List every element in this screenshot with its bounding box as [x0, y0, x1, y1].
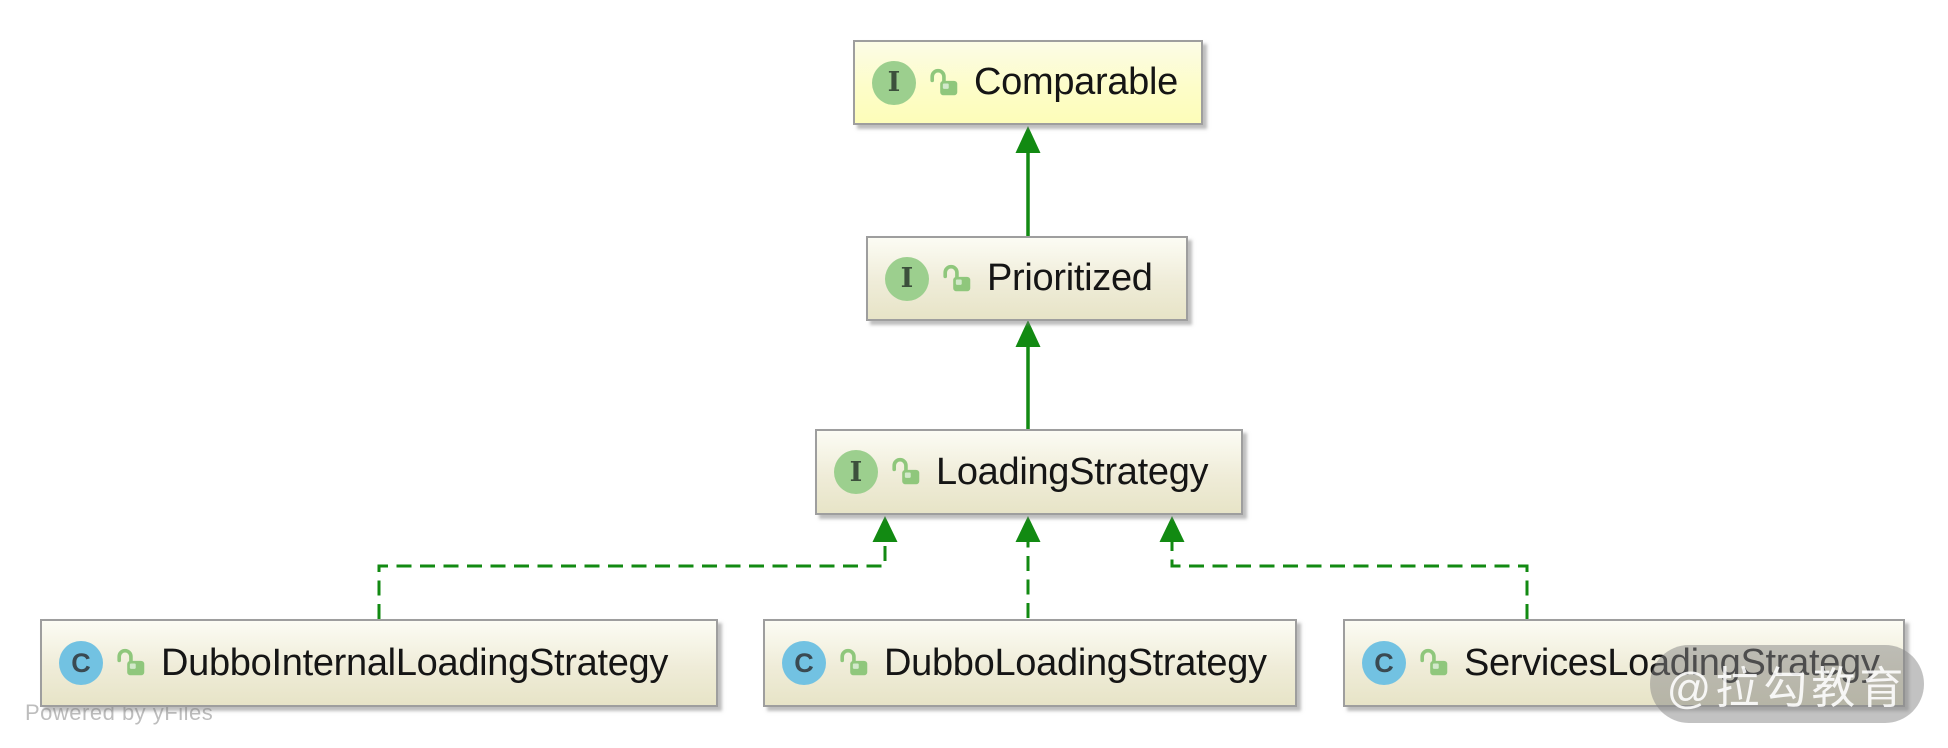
unlocked-icon [943, 264, 971, 291]
edge-dubbointernal-implements-loadingstrategy [377, 516, 898, 619]
node-label: Prioritized [987, 257, 1153, 299]
interface-icon: I [872, 60, 916, 105]
unlocked-icon [892, 457, 920, 485]
edge-loadingstrategy-extends-prioritized [1015, 320, 1041, 429]
unlocked-icon [1420, 648, 1448, 676]
unlocked-icon [930, 68, 958, 95]
node-label: Comparable [974, 61, 1178, 103]
node-label: DubboInternalLoadingStrategy [161, 641, 669, 684]
interface-icon: I [834, 450, 878, 494]
node-label: DubboLoadingStrategy [884, 641, 1267, 684]
class-icon: C [782, 641, 826, 685]
edge-prioritized-extends-comparable [1015, 126, 1041, 236]
class-icon: C [59, 641, 103, 685]
class-node-dubbo-internal-loading-strategy[interactable]: C DubboInternalLoadingStrategy [40, 619, 718, 707]
edge-dubboloading-implements-loadingstrategy [1015, 516, 1041, 618]
watermark-badge: @拉勾教育 [1650, 645, 1924, 723]
interface-node-comparable[interactable]: I Comparable [853, 40, 1203, 125]
interface-node-prioritized[interactable]: I Prioritized [866, 236, 1188, 321]
unlocked-icon [117, 648, 145, 676]
edge-servicesloading-implements-loadingstrategy [1159, 516, 1529, 619]
interface-node-loading-strategy[interactable]: I LoadingStrategy [815, 429, 1243, 515]
watermark-text: @拉勾教育 [1666, 664, 1908, 713]
class-node-dubbo-loading-strategy[interactable]: C DubboLoadingStrategy [763, 619, 1297, 707]
interface-icon: I [885, 256, 929, 301]
unlocked-icon [840, 648, 868, 676]
class-icon: C [1362, 641, 1406, 685]
node-label: LoadingStrategy [936, 450, 1209, 493]
